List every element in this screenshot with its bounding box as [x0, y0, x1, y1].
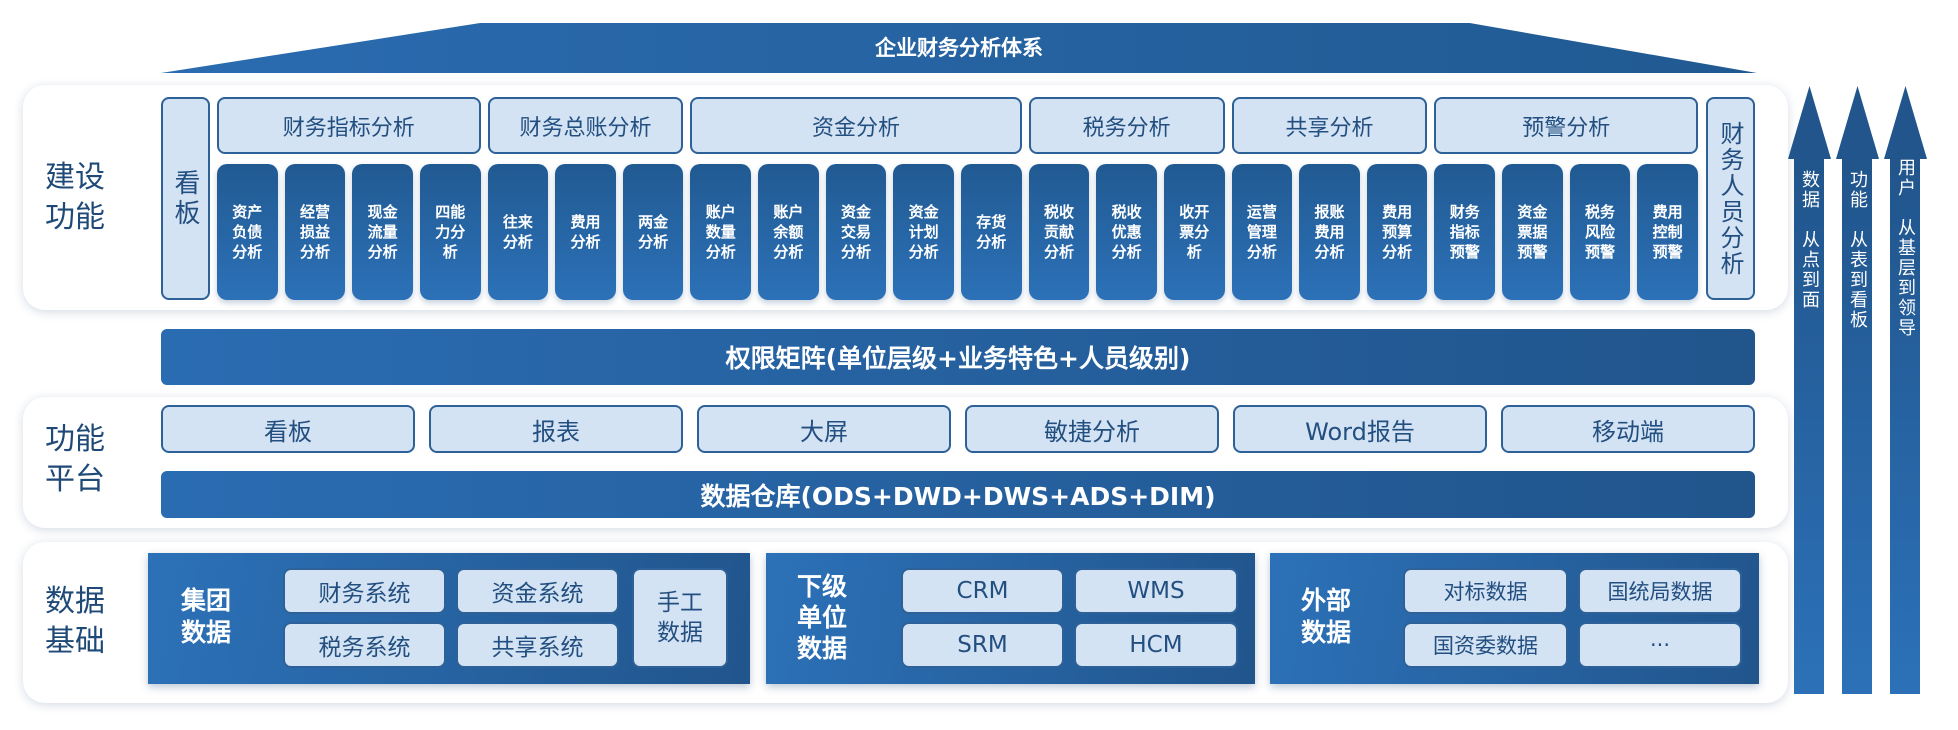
up-arrow-user: 用户 从基层到领导 [1884, 86, 1927, 694]
section-label-build: 建设功能 [45, 160, 105, 235]
analysis-card: 资金交易分析 [825, 164, 887, 300]
permission-matrix-bar: 权限矩阵(单位层级+业务特色+人员级别) [161, 329, 1755, 385]
group-header: 财务指标分析 [217, 97, 481, 154]
platform-button: 移动端 [1501, 405, 1755, 453]
analysis-card: 费用预算分析 [1366, 164, 1428, 300]
analysis-card: 四能力分析 [419, 164, 481, 300]
analysis-card: 税收优惠分析 [1096, 164, 1157, 300]
analysis-card: 税收贡献分析 [1028, 164, 1090, 300]
analysis-card: 资产负债分析 [217, 164, 278, 300]
subsidiary-data-block: 下级单位数据 CRM WMS SRM HCM [766, 553, 1255, 684]
source-item: CRM [901, 568, 1064, 614]
source-item: 国资委数据 [1403, 622, 1568, 668]
up-arrow-data: 数据 从点到面 [1788, 86, 1831, 694]
analysis-card: 资金计划分析 [893, 164, 954, 300]
up-arrow-function: 功能 从表到看板 [1836, 86, 1879, 694]
analysis-card: 费用分析 [555, 164, 616, 300]
group-header: 税务分析 [1028, 97, 1225, 154]
analysis-card: 经营损益分析 [284, 164, 346, 300]
source-item: 财务系统 [283, 568, 446, 614]
block-label: 集团数据 [180, 586, 231, 647]
platform-buttons: 看板报表大屏敏捷分析 Word报告移动端 [161, 405, 1755, 453]
source-item: 税务系统 [283, 622, 446, 668]
external-data-block: 外部数据 对标数据 国统局数据 国资委数据 ··· [1270, 553, 1759, 684]
analysis-card: 运营管理分析 [1231, 164, 1293, 300]
source-item: ··· [1578, 622, 1742, 668]
source-item: 资金系统 [456, 568, 619, 614]
analysis-card: 费用控制预警 [1637, 164, 1698, 300]
source-item: 共享系统 [456, 622, 619, 668]
block-label: 下级单位数据 [796, 572, 847, 663]
analysis-card: 账户余额分析 [758, 164, 819, 300]
analysis-card: 资金票据预警 [1502, 164, 1563, 300]
finance-staff-analysis-box: 财务人员分析 [1706, 97, 1755, 300]
roof-banner [161, 23, 1757, 73]
group-header: 资金分析 [690, 97, 1022, 154]
source-item: HCM [1074, 622, 1238, 668]
analysis-card: 报账费用分析 [1299, 164, 1360, 300]
section-label-platform: 功能平台 [45, 422, 105, 497]
source-item: SRM [901, 622, 1064, 668]
platform-button: 报表 [429, 405, 683, 453]
platform-button: 大屏 [697, 405, 951, 453]
analysis-card: 收开票分析 [1163, 164, 1225, 300]
platform-button: 敏捷分析 [965, 405, 1219, 453]
group-data-block: 集团数据 财务系统 资金系统 税务系统 共享系统 手工数据 [148, 553, 750, 684]
analysis-card: 两金分析 [622, 164, 684, 300]
analysis-card: 税务风险预警 [1569, 164, 1631, 300]
analysis-card: 往来分析 [487, 164, 549, 300]
platform-button: Word报告 [1233, 405, 1487, 453]
data-warehouse-bar: 数据仓库(ODS+DWD+DWS+ADS+DIM) [161, 471, 1755, 518]
analysis-grid: 财务指标分析资产负债分析经营损益分析现金流量分析四能力分析财务总账分析往来分析费… [217, 97, 1698, 300]
group-header: 财务总账分析 [487, 97, 684, 154]
platform-button: 看板 [161, 405, 415, 453]
group-header: 共享分析 [1231, 97, 1428, 154]
source-item: WMS [1074, 568, 1238, 614]
block-label: 外部数据 [1300, 586, 1351, 647]
analysis-card: 账户数量分析 [690, 164, 752, 300]
analysis-card: 存货分析 [961, 164, 1022, 300]
group-header: 预警分析 [1434, 97, 1698, 154]
source-item: 对标数据 [1403, 568, 1568, 614]
source-item: 国统局数据 [1578, 568, 1742, 614]
analysis-card: 财务指标预警 [1434, 164, 1496, 300]
section-label-data: 数据基础 [45, 584, 105, 659]
manual-data-item: 手工数据 [632, 568, 728, 668]
analysis-card: 现金流量分析 [352, 164, 413, 300]
diagram-title: 企业财务分析体系 [875, 36, 1043, 60]
kanban-box: 看板 [161, 97, 210, 300]
